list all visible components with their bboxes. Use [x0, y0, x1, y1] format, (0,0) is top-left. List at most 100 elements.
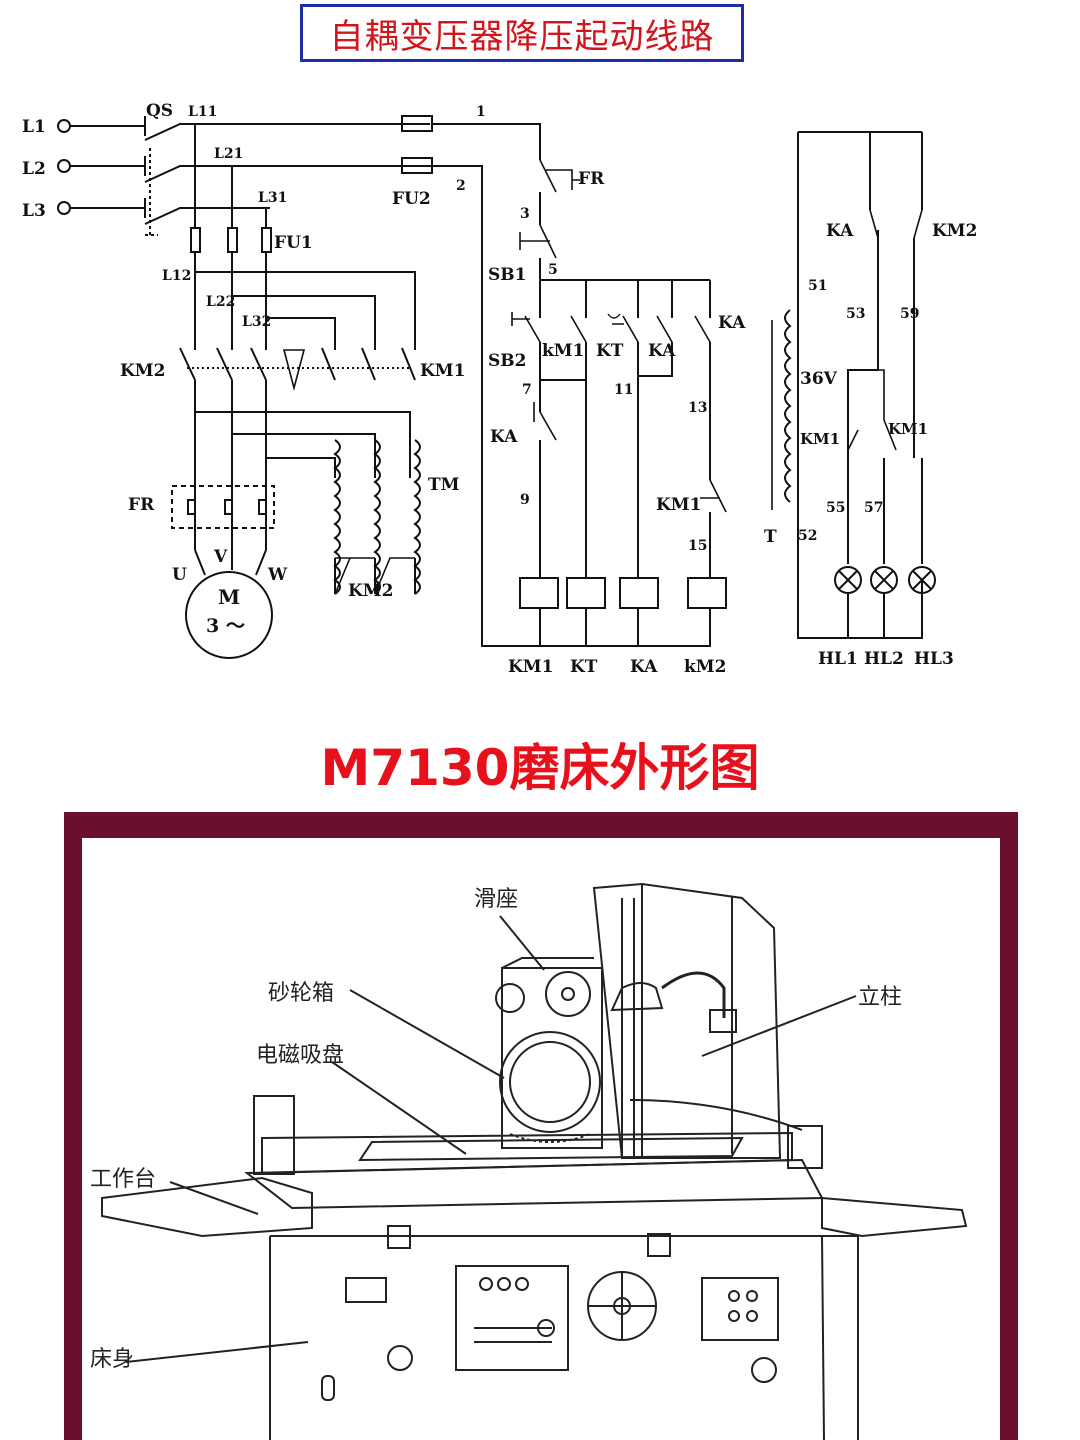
wire-13: 13 [688, 400, 707, 416]
label-tm: TM [428, 475, 460, 495]
label-fr-main: FR [128, 495, 155, 515]
label-km1-lamp-b: KM1 [888, 420, 928, 438]
autotransformer-coil-a [333, 439, 341, 595]
mechanical-interlock-icon [282, 349, 306, 392]
motor-name: M [218, 585, 240, 609]
wire-5: 5 [548, 262, 558, 278]
wire-9: 9 [520, 492, 530, 508]
table-left-wing [101, 1176, 313, 1238]
label-qs: QS [146, 101, 173, 121]
label-l3: L3 [22, 201, 46, 221]
label-l12: L12 [162, 268, 191, 284]
wire-52: 52 [798, 528, 817, 544]
terminal-l2 [57, 159, 71, 173]
label-wheel-head: 砂轮箱 [268, 981, 334, 1006]
coil-km2 [687, 577, 727, 609]
label-v: V [213, 547, 228, 567]
diagram-title: 自耦变压器降压起动线路 [300, 4, 744, 62]
transformer-t-coil [784, 309, 792, 503]
lamp-hl2 [870, 566, 898, 594]
motor-m [185, 571, 273, 659]
indicator-circuit [771, 131, 936, 639]
lamp-label-hl3: HL3 [914, 649, 954, 669]
label-ka-contact: KA [648, 341, 676, 361]
coil-label-km2: kM2 [684, 657, 726, 677]
grinding-wheel [499, 1031, 601, 1133]
control-circuit [401, 115, 727, 647]
fuse-fu1-c [261, 227, 272, 253]
cable-box [787, 1125, 823, 1169]
wire-3: 3 [520, 206, 530, 222]
label-ka-indicator: KA [826, 221, 854, 241]
autotransformer-coil-b [373, 439, 381, 595]
label-kt-contact: KT [596, 341, 624, 361]
label-worktable: 工作台 [90, 1167, 156, 1192]
lamp-hl3 [908, 566, 936, 594]
label-km1-lamp-a: KM1 [800, 430, 840, 448]
coil-km1 [519, 577, 559, 609]
label-l22: L22 [206, 294, 235, 310]
terminal-l3 [57, 201, 71, 215]
label-fu2: FU2 [392, 189, 431, 209]
grinder-illustration: 滑座 砂轮箱 电磁吸盘 立柱 工作台 床身 [82, 838, 1000, 1440]
label-km2-bottom: KM2 [348, 581, 393, 601]
label-l2: L2 [22, 159, 46, 179]
slide [501, 967, 603, 1149]
motor-phase: 3 ～ [206, 615, 245, 637]
label-slide: 滑座 [474, 887, 518, 912]
control-panel-right [701, 1277, 779, 1341]
coil-label-kt: KT [570, 657, 598, 677]
label-l1: L1 [22, 117, 46, 137]
label-36v: 36V [800, 369, 838, 389]
handwheel-upper [545, 971, 591, 1017]
control-panel-left [455, 1265, 569, 1371]
label-fu1: FU1 [274, 233, 313, 253]
coil-kt [566, 577, 606, 609]
coil-label-km1: KM1 [508, 657, 553, 677]
label-l31: L31 [258, 190, 287, 206]
coil-label-ka: KA [630, 657, 658, 677]
label-fr-control: FR [578, 169, 605, 189]
wire-55: 55 [826, 500, 845, 516]
main-circuit [57, 116, 480, 659]
table-end-block [253, 1095, 295, 1175]
lamp-label-hl1: HL1 [818, 649, 858, 669]
wire-2: 2 [456, 178, 466, 194]
grinder-title: M7130磨床外形图 [320, 739, 760, 797]
autotransformer-coil-c [413, 439, 421, 595]
fuse-fu1-a [190, 227, 201, 253]
label-km2-indicator: KM2 [932, 221, 977, 241]
wire-1: 1 [476, 104, 486, 120]
label-magnetic-chuck: 电磁吸盘 [256, 1043, 344, 1068]
terminal-l1 [57, 119, 71, 133]
magnetic-chuck [358, 1136, 744, 1162]
label-sb1: SB1 [488, 265, 526, 285]
label-bed: 床身 [90, 1347, 134, 1372]
label-km1-main: KM1 [420, 361, 465, 381]
wire-59: 59 [900, 306, 919, 322]
nameplate [345, 1277, 387, 1303]
wire-51: 51 [808, 278, 827, 294]
label-l32: L32 [242, 314, 271, 330]
wire-57: 57 [864, 500, 883, 516]
wire-53: 53 [846, 306, 865, 322]
lamp-label-hl2: HL2 [864, 649, 904, 669]
label-ka-left: KA [490, 427, 518, 447]
label-t: T [764, 527, 777, 547]
label-w: W [267, 565, 288, 585]
label-sb2: SB2 [488, 351, 526, 371]
label-column: 立柱 [858, 985, 902, 1010]
label-l21: L21 [214, 146, 243, 162]
fuse-fu1-b [227, 227, 238, 253]
coil-ka [619, 577, 659, 609]
wire-15: 15 [688, 538, 707, 554]
label-km1-nc: KM1 [656, 495, 701, 515]
label-ka-top: KA [718, 313, 746, 333]
label-u: U [172, 565, 187, 585]
wiring-schematic: L1 L2 L3 QS L11 L21 L31 L12 L22 L32 FU1 … [22, 101, 977, 677]
work-lamp [610, 982, 664, 1012]
wire-11: 11 [614, 382, 633, 398]
wire-7: 7 [522, 382, 532, 398]
label-km2-main: KM2 [120, 361, 165, 381]
label-km1-hold: kM1 [542, 341, 584, 361]
